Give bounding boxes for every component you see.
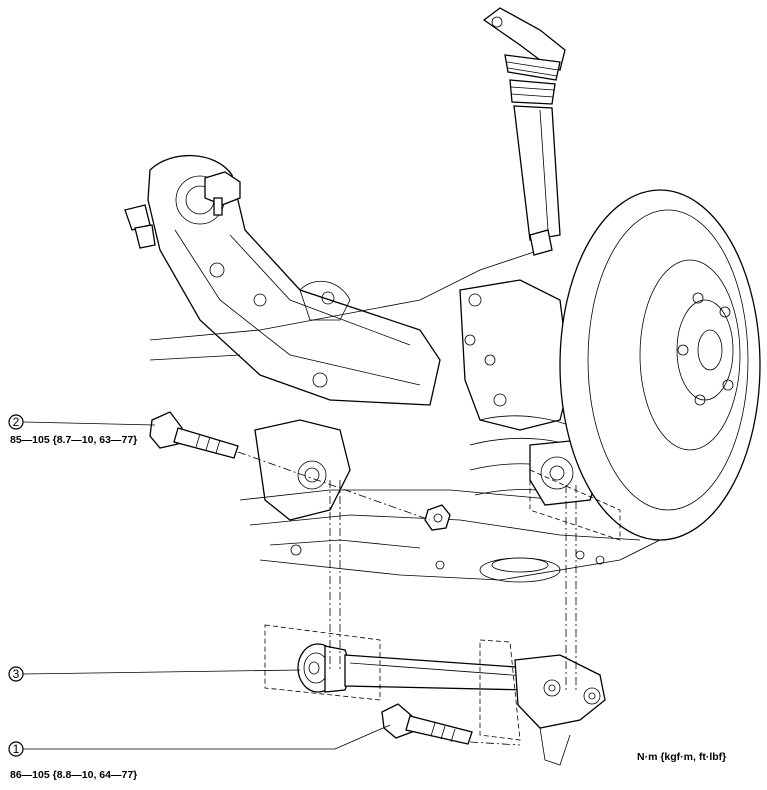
callout-2-number: 2 <box>13 415 20 429</box>
torque-label-1: 86—105 {8.8—10, 64—77} <box>10 769 138 781</box>
shock-absorber <box>482 7 566 241</box>
brake-disc <box>559 189 761 541</box>
assembly-guides <box>237 451 621 746</box>
bolt-2 <box>149 411 239 459</box>
upper-control-arm <box>124 154 441 406</box>
callout-1: 1 <box>8 724 391 757</box>
callout-3: 3 <box>8 666 301 682</box>
torque-label-2: 85—105 {8.7—10, 63—77} <box>10 434 138 446</box>
knuckle-and-spring <box>459 229 601 506</box>
units-label: N·m {kgf·m, ft·lbf} <box>637 751 727 763</box>
subframe <box>149 249 661 583</box>
bolt-1 <box>381 703 473 745</box>
nut <box>424 504 451 531</box>
callout-2: 2 <box>8 414 156 430</box>
callout-3-number: 3 <box>13 667 20 681</box>
lower-link <box>297 643 606 766</box>
callout-1-number: 1 <box>13 742 20 756</box>
